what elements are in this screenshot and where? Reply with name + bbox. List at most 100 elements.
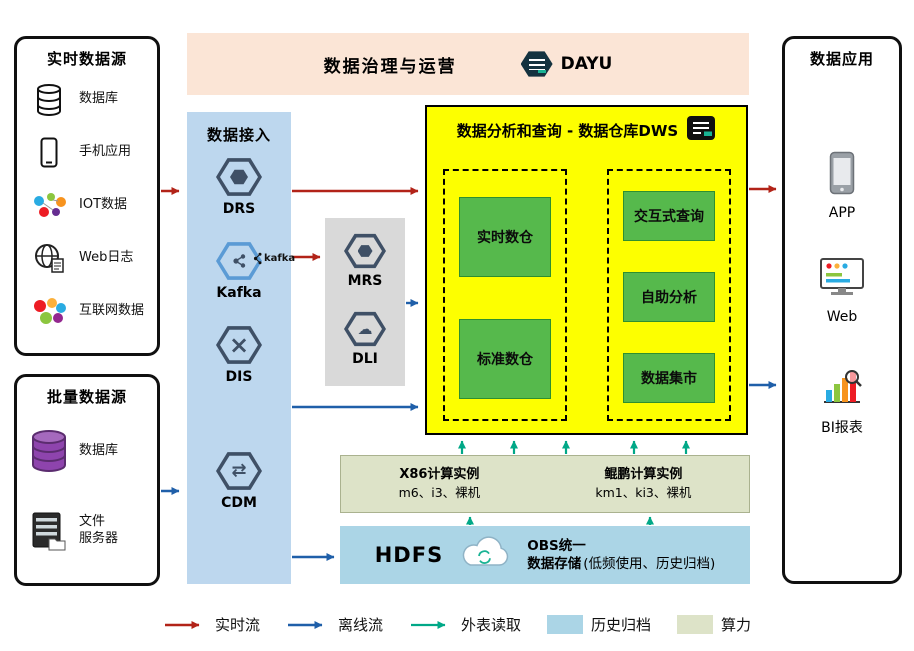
- legend-label: 历史归档: [591, 616, 652, 634]
- realtime-sources-title: 实时数据源: [46, 50, 127, 68]
- x86-compute-title: X86计算实例: [399, 467, 480, 483]
- mrs-icon: [344, 232, 386, 270]
- mobile-phone-icon: [29, 137, 69, 168]
- realtime-source-label: 手机应用: [79, 144, 132, 160]
- data-applications-title: 数据应用: [809, 50, 874, 68]
- service-dli: ☁ DLI: [325, 310, 405, 367]
- batch-source-label: 文件 服务器: [79, 514, 119, 546]
- legend-realtime-flow: 实时流: [163, 614, 260, 635]
- kunpeng-compute-sub: km1、ki3、裸机: [595, 485, 692, 501]
- storage-panel: HDFS OBS统一 数据存储 (低频使用、历史归档): [340, 526, 750, 584]
- service-label: DLI: [352, 351, 378, 367]
- dayu-logo: DAYU: [520, 50, 613, 78]
- dis-icon: ×: [216, 324, 262, 366]
- service-label: MRS: [347, 273, 383, 289]
- legend-history-archive: 历史归档: [547, 614, 651, 635]
- legend-offline-flow: 离线流: [286, 614, 383, 635]
- legend-label: 离线流: [337, 616, 383, 634]
- dayu-icon: [520, 50, 553, 78]
- blue-arrow-icon: [287, 620, 323, 629]
- dws-panel: 数据分析和查询 - 数据仓库DWS 实时数仓 标准数仓 交互式查询 自助分析 数…: [425, 105, 748, 435]
- hdfs-label: HDFS: [374, 543, 444, 567]
- app-item-app: APP: [785, 151, 899, 221]
- warehouse-group: 实时数仓 标准数仓: [443, 169, 567, 421]
- service-dis: × DIS: [187, 324, 291, 385]
- obs-note: (低频使用、历史归档): [583, 556, 716, 572]
- service-drs: DRS: [187, 156, 291, 217]
- compute-swatch: [677, 615, 714, 634]
- obs-text-block: OBS统一 数据存储 (低频使用、历史归档): [527, 537, 715, 573]
- realtime-warehouse-box: 实时数仓: [459, 197, 551, 277]
- kunpeng-compute-title: 鲲鹏计算实例: [604, 467, 683, 483]
- service-label: Kafka: [216, 285, 262, 301]
- file-server-icon: [29, 511, 69, 551]
- internet-data-icon: [29, 297, 69, 327]
- realtime-source-internet: 互联网数据: [17, 285, 157, 338]
- app-item-bi: BI报表: [785, 365, 899, 437]
- globe-weblog-icon: [29, 243, 69, 274]
- batch-sources-title: 批量数据源: [46, 388, 127, 406]
- governance-title: 数据治理与运营: [323, 56, 457, 77]
- database-icon: [29, 83, 69, 116]
- service-label: CDM: [221, 495, 257, 511]
- service-mrs: MRS: [325, 232, 405, 289]
- obs-line2: 数据存储: [527, 556, 582, 572]
- analysis-group: 交互式查询 自助分析 数据集市: [607, 169, 731, 421]
- app-item-web: Web: [785, 257, 899, 325]
- legend-label: 实时流: [214, 616, 260, 634]
- realtime-sources-panel: 实时数据源 数据库 手机应用 IOT数据: [14, 36, 160, 356]
- kafka-logo: kafka: [253, 252, 295, 265]
- service-kafka: kafka Kafka: [187, 240, 295, 301]
- compute-instances-panel: X86计算实例 m6、i3、裸机 鲲鹏计算实例 km1、ki3、裸机: [340, 455, 750, 513]
- app-phone-icon: [829, 151, 855, 199]
- interactive-query-box: 交互式查询: [623, 191, 715, 241]
- standard-warehouse-box: 标准数仓: [459, 319, 551, 399]
- x86-compute-block: X86计算实例 m6、i3、裸机: [399, 466, 481, 502]
- drs-icon: [216, 156, 262, 198]
- app-label: Web: [826, 309, 858, 325]
- batch-source-label: 数据库: [79, 442, 119, 458]
- cdm-icon: ⇄: [216, 450, 262, 492]
- kunpeng-compute-block: 鲲鹏计算实例 km1、ki3、裸机: [595, 466, 691, 502]
- archive-swatch: [547, 615, 583, 634]
- legend: 实时流 离线流 外表读取 历史归档 算力: [0, 614, 914, 635]
- batch-sources-panel: 批量数据源 数据库 文件 服务器: [14, 374, 160, 586]
- dws-title: 数据分析和查询 - 数据仓库DWS: [456, 121, 679, 140]
- realtime-source-label: IOT数据: [79, 197, 128, 213]
- service-label: DIS: [225, 369, 253, 385]
- bi-report-icon: [821, 370, 863, 411]
- service-cdm: ⇄ CDM: [187, 450, 291, 511]
- kafka-logo-icon: [253, 252, 262, 265]
- legend-external-read: 外表读取: [409, 614, 521, 635]
- data-applications-panel: 数据应用 APP Web BI报表: [782, 36, 902, 584]
- obs-cloud-icon: [459, 536, 511, 574]
- app-label: APP: [828, 205, 856, 221]
- governance-banner: 数据治理与运营 DAYU: [187, 33, 749, 95]
- legend-compute-power: 算力: [677, 614, 751, 635]
- dayu-label: DAYU: [560, 54, 613, 74]
- data-mart-box: 数据集市: [623, 353, 715, 403]
- batch-source-database: 数据库: [17, 411, 157, 491]
- realtime-source-weblog: Web日志: [17, 232, 157, 285]
- dws-doc-icon: [686, 115, 716, 145]
- app-label: BI报表: [821, 420, 863, 436]
- self-service-analysis-box: 自助分析: [623, 272, 715, 322]
- legend-label: 外表读取: [460, 616, 521, 634]
- realtime-source-database: 数据库: [17, 73, 157, 126]
- x86-compute-sub: m6、i3、裸机: [398, 485, 481, 501]
- kafka-icon: [216, 240, 262, 282]
- dli-icon: ☁: [344, 310, 386, 348]
- realtime-source-label: 互联网数据: [79, 303, 145, 319]
- data-ingest-title: 数据接入: [206, 126, 271, 144]
- red-arrow-icon: [164, 620, 200, 629]
- legend-label: 算力: [721, 616, 752, 634]
- teal-arrow-icon: [410, 620, 446, 629]
- obs-line1: OBS统一: [527, 537, 586, 554]
- batch-source-fileserver: 文件 服务器: [17, 491, 157, 571]
- data-ingest-panel: 数据接入 DRS kafka Kafka × DIS: [187, 112, 295, 584]
- realtime-source-mobile: 手机应用: [17, 126, 157, 179]
- middleware-panel: MRS ☁ DLI: [325, 218, 405, 386]
- realtime-source-label: Web日志: [79, 250, 134, 266]
- web-monitor-icon: [819, 258, 865, 303]
